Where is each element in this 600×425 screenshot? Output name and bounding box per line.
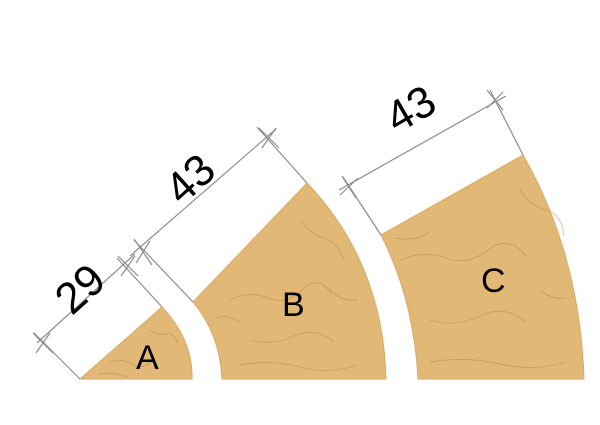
piece-a: A — [78, 306, 193, 380]
dimension-a-value: 29 — [46, 255, 115, 324]
dimension-b-value: 43 — [156, 145, 225, 214]
piece-b-label: B — [282, 286, 305, 324]
dimension-c-value: 43 — [377, 76, 444, 143]
piece-b-shape — [192, 182, 387, 380]
piece-a-shape — [78, 306, 193, 380]
piece-a-label: A — [136, 339, 159, 377]
piece-b: B — [192, 182, 387, 380]
piece-c: C — [380, 154, 585, 380]
piece-c-shape — [380, 154, 585, 380]
piece-c-label: C — [481, 262, 506, 300]
